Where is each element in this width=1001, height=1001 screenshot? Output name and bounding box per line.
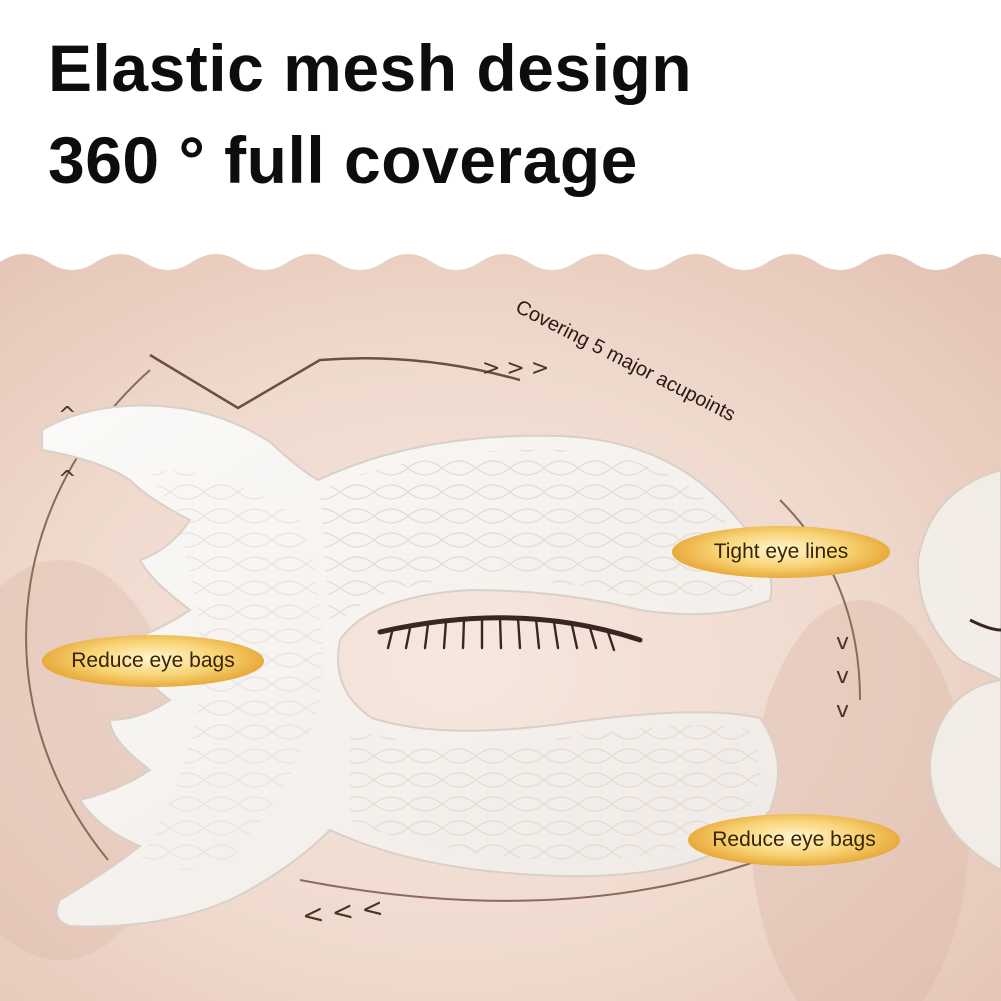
reduce-eye-bags-label-right: Reduce eye bags [688,814,900,866]
eyebrow-line [149,353,521,410]
right-arrows-icon: >>> [482,356,556,381]
orbit-guide-line [299,859,761,902]
down-arrow-icon: v [836,698,850,723]
headline-line-1: Elastic mesh design [48,31,693,105]
second-eye-patch-icon [916,468,1001,872]
up-arrows-icon: ^ ^ [58,384,76,512]
up-arrow-icon: ^ [58,467,77,492]
headline-line-2: 360 ° full coverage [48,123,638,197]
orbit-guide-line [779,499,861,701]
reduce-eye-bags-label-left: Reduce eye bags [42,635,264,687]
nose-bridge-shadow [750,600,970,1001]
down-arrows-icon: v v v [836,626,849,728]
tight-eye-lines-label: Tight eye lines [672,526,890,578]
down-arrow-icon: v [836,664,850,689]
up-arrow-icon: ^ [58,403,77,428]
down-arrow-icon: v [836,630,850,655]
closed-eye-icon [377,615,643,652]
